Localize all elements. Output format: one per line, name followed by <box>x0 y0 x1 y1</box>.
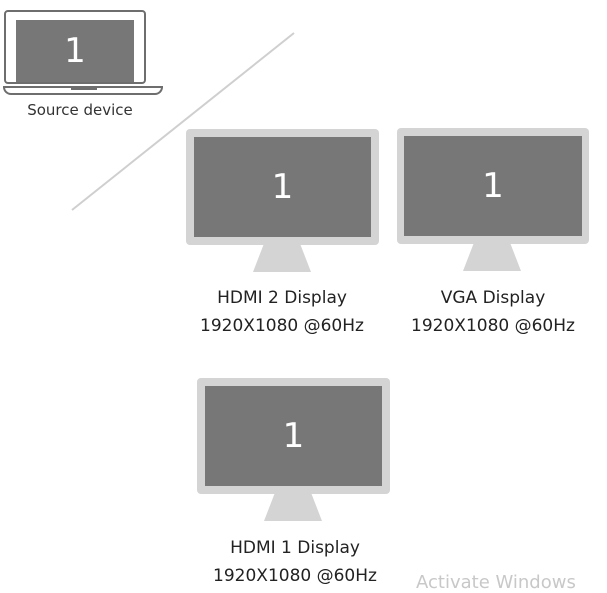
laptop-base <box>3 86 163 95</box>
monitor-stand <box>253 245 311 272</box>
display-name: HDMI 1 Display <box>230 538 360 558</box>
monitor-stand <box>264 494 322 521</box>
hdmi1-label: HDMI 1 Display 1920X1080 @60Hz <box>195 534 395 590</box>
monitor-screen-number: 1 <box>404 136 582 236</box>
source-device-label: Source device <box>27 101 133 119</box>
monitor-hdmi2[interactable]: 1 <box>186 129 379 274</box>
monitor-hdmi1[interactable]: 1 <box>197 378 390 523</box>
hdmi2-label: HDMI 2 Display 1920X1080 @60Hz <box>182 284 382 340</box>
display-resolution: 1920X1080 @60Hz <box>411 316 575 336</box>
monitor-screen-number: 1 <box>205 386 382 486</box>
vga-label: VGA Display 1920X1080 @60Hz <box>393 284 593 340</box>
source-screen-number: 1 <box>16 20 134 82</box>
monitor-vga[interactable]: 1 <box>397 128 589 273</box>
display-resolution: 1920X1080 @60Hz <box>213 566 377 586</box>
laptop-notch <box>71 87 97 90</box>
display-name: VGA Display <box>440 288 546 308</box>
monitor-stand <box>463 244 521 271</box>
activation-watermark: Activate Windows <box>416 572 576 593</box>
display-name: HDMI 2 Display <box>217 288 347 308</box>
display-resolution: 1920X1080 @60Hz <box>200 316 364 336</box>
laptop-lid: 1 <box>4 10 146 84</box>
monitor-screen-number: 1 <box>194 137 371 237</box>
source-device[interactable]: 1 Source device <box>0 0 170 125</box>
